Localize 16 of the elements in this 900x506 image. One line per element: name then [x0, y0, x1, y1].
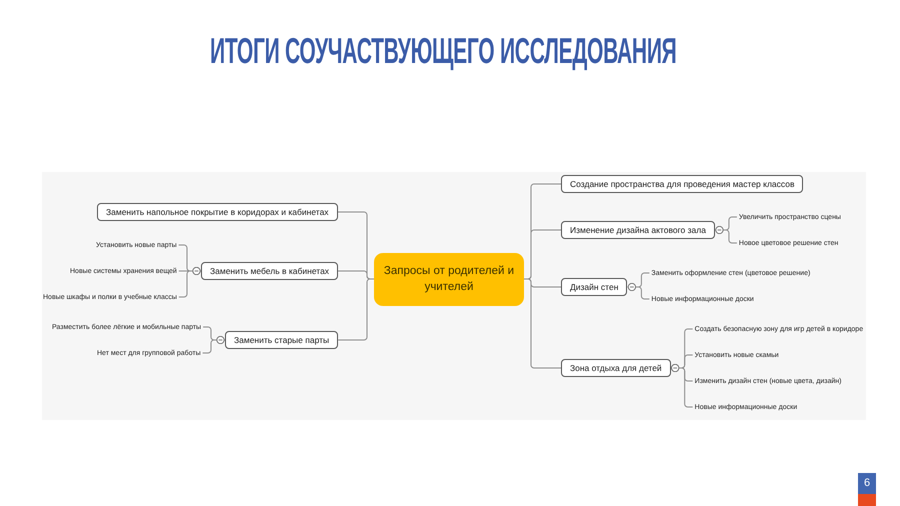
topic-box: Изменение дизайна актового зала [561, 221, 715, 239]
topic-box: Создание пространства для проведения мастер классов [561, 175, 804, 193]
connector-line [524, 278, 562, 368]
connector-line [202, 336, 226, 354]
connector-line [626, 282, 650, 300]
connector-line [670, 364, 694, 408]
connector-line [714, 226, 738, 244]
slide-title: ИТОГИ СОУЧАСТВУЮЩЕГО ИССЛЕДОВАНИЯ [210, 31, 677, 71]
topic-box: Зона отдыха для детей [561, 359, 671, 377]
topic-box: Дизайн стен [561, 278, 628, 296]
page-number: 6 [858, 473, 876, 494]
topic-box: Заменить напольное покрытие в коридорах и кабинетах [97, 203, 338, 221]
central-topic-box: Запросы от родителей и учителей [374, 252, 524, 306]
topic-box: Заменить старые парты [225, 331, 338, 349]
topic-box: Заменить мебель в кабинетах [201, 262, 338, 280]
connector-line [338, 278, 374, 340]
